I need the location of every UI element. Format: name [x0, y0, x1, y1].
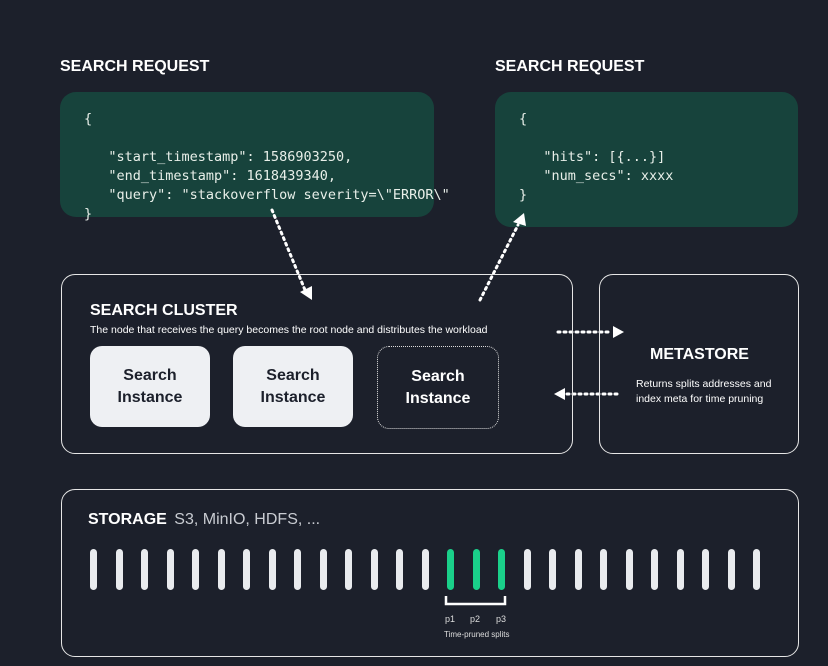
- pruned-split: [447, 549, 454, 590]
- split: [574, 549, 582, 590]
- search-cluster: [61, 274, 573, 454]
- split: [141, 549, 148, 590]
- split: [319, 549, 327, 590]
- split: [676, 549, 684, 590]
- pruned-caption: Time-pruned splits: [444, 630, 510, 639]
- split: [370, 549, 378, 590]
- request-arrow: [270, 208, 307, 292]
- metastore: [599, 274, 799, 454]
- split: [625, 549, 633, 590]
- pruned-split: [472, 549, 480, 590]
- storage-title: STORAGE: [88, 511, 167, 528]
- cluster-title: SEARCH CLUSTER: [90, 302, 238, 319]
- response-heading: SEARCH REQUEST: [495, 58, 645, 75]
- split: [345, 549, 352, 590]
- cluster-description: The node that receives the query becomes…: [90, 324, 488, 336]
- split: [702, 549, 709, 590]
- pruned-label: p2: [470, 614, 481, 624]
- search-instance: Search Instance: [90, 346, 210, 427]
- request-heading: SEARCH REQUEST: [60, 58, 210, 75]
- response-code: { "hits": [{...}] "num_secs": xxxx }: [495, 92, 798, 227]
- split: [294, 549, 301, 590]
- split: [243, 549, 250, 590]
- request-code: { "start_timestamp": 1586903250, "end_ti…: [60, 92, 450, 222]
- search-instance: Search Instance: [233, 346, 353, 427]
- split: [217, 549, 225, 590]
- metastore-description: Returns splits addresses and index meta …: [636, 378, 772, 405]
- split: [600, 549, 607, 590]
- split: [192, 549, 199, 590]
- split: [166, 549, 174, 590]
- pruned-bracket: [444, 596, 507, 606]
- storage-header: STORAGE S3, MinIO, HDFS, ...: [88, 511, 320, 529]
- metastore-title: METASTORE: [650, 346, 749, 363]
- split: [90, 549, 97, 590]
- split: [549, 549, 556, 590]
- pruned-label: p1: [445, 614, 456, 624]
- split: [396, 549, 403, 590]
- split: [753, 549, 760, 590]
- split: [115, 549, 123, 590]
- pruned-split: [498, 549, 505, 590]
- response-arrow: [478, 223, 520, 302]
- split: [727, 549, 735, 590]
- split: [268, 549, 276, 590]
- search-instance-root: Search Instance: [377, 346, 499, 429]
- split: [421, 549, 429, 590]
- split: [523, 549, 531, 590]
- pruned-label: p3: [496, 614, 507, 624]
- split: [651, 549, 658, 590]
- storage-subtitle: S3, MinIO, HDFS, ...: [174, 511, 321, 528]
- storage: [61, 489, 799, 657]
